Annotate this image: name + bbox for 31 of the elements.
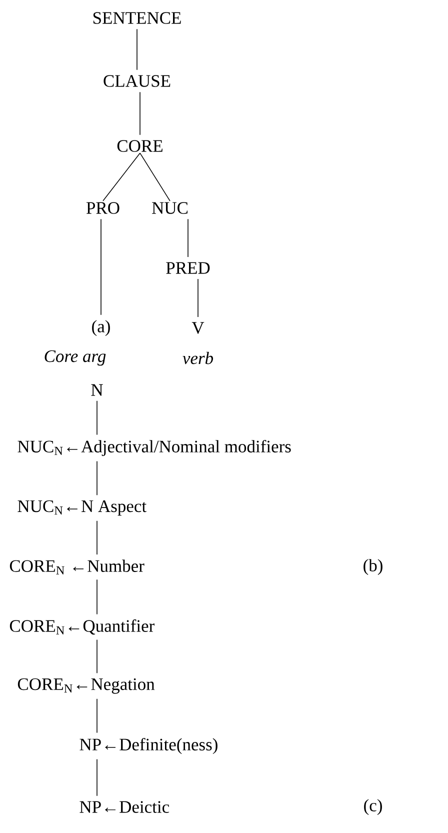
tree-label: CLAUSE bbox=[104, 75, 170, 87]
feature-row: CORE$_{N}$←Quantifier bbox=[10, 619, 154, 635]
feature-row: NUC$_{N}$←N Aspect bbox=[18, 500, 146, 516]
tree-label: PRED bbox=[166, 262, 210, 274]
tree-label: V bbox=[192, 322, 204, 334]
beside-label: Core arg bbox=[44, 350, 106, 366]
feature-row: NP←Deictic bbox=[80, 801, 170, 813]
panel-label: (c) bbox=[364, 799, 382, 815]
panel-label: (b) bbox=[364, 559, 382, 575]
branch-line bbox=[136, 28, 138, 70]
tree-label: CORE bbox=[117, 140, 162, 152]
feature-row: CORE$_{N}$←Negation bbox=[18, 678, 155, 694]
feature-row: NUC$_{N}$←Adjectival/Nominal modifiers bbox=[18, 440, 291, 456]
branch-line bbox=[96, 460, 98, 496]
branch-line bbox=[140, 152, 170, 202]
beside-label: verb bbox=[182, 352, 214, 364]
tree-label: N bbox=[91, 384, 103, 396]
branch-line bbox=[100, 218, 102, 316]
branch-line bbox=[96, 639, 98, 674]
branch-line bbox=[96, 520, 98, 555]
feature-row: CORE$_{N}$ ←Number bbox=[10, 560, 144, 574]
feature-row: NP←Definite(ness) bbox=[80, 738, 218, 754]
branch-line bbox=[102, 152, 140, 202]
tree-label: (a) bbox=[92, 320, 110, 336]
branch-line bbox=[96, 758, 98, 796]
branch-line bbox=[96, 579, 98, 615]
tree-label: PRO bbox=[86, 202, 120, 214]
tree-label: NUC bbox=[152, 202, 188, 214]
tree-label: SENTENCE bbox=[93, 12, 181, 24]
branch-line bbox=[96, 400, 98, 436]
branch-line bbox=[96, 698, 98, 734]
